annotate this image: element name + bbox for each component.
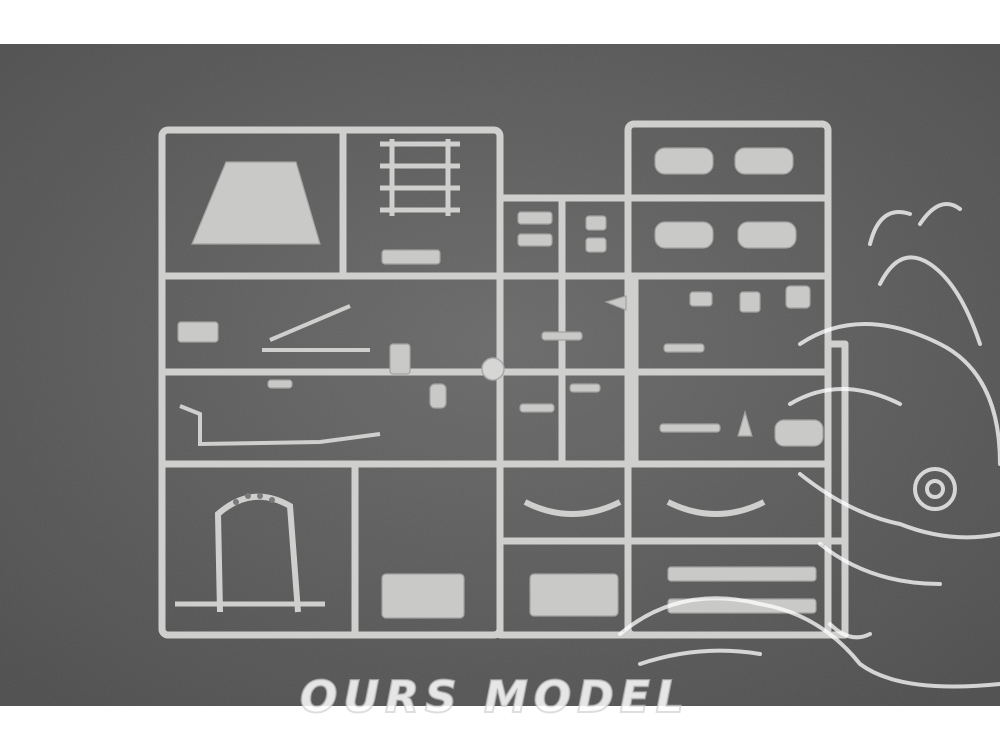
fish-mascot-watermark xyxy=(618,202,1000,689)
watermark-text: OURS MODEL xyxy=(299,671,690,724)
sprue-gate xyxy=(481,357,505,381)
sprue-parts xyxy=(175,139,824,619)
sprue-frame xyxy=(158,120,849,639)
sprue-photo xyxy=(0,44,1000,706)
photo-scene xyxy=(0,44,1000,706)
